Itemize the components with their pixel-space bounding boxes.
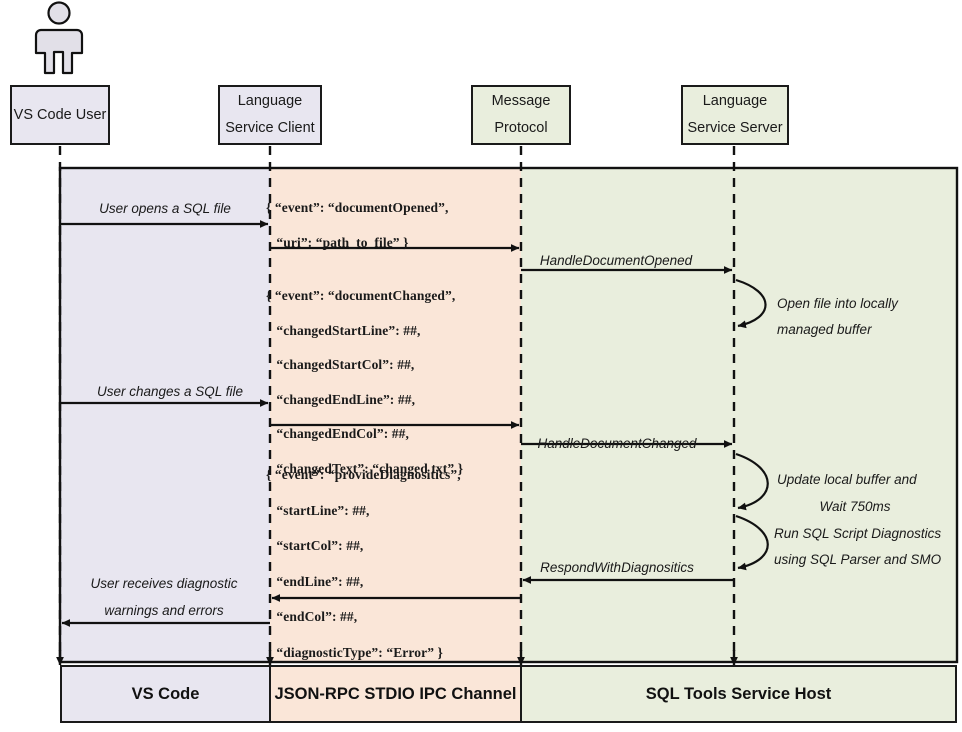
footer-sql-tools-service-host[interactable]: SQL Tools Service Host: [520, 665, 957, 723]
footer-vs-code[interactable]: VS Code: [60, 665, 271, 723]
participant-label-line1: Message: [491, 93, 551, 110]
payload-line: “startLine”: ##,: [266, 502, 370, 518]
payload-provide-diagnositics: { “event”: “provideDiagnositics”, “start…: [266, 467, 461, 659]
payload-line: “uri”: “path_to_file” }: [266, 234, 409, 250]
payload-line: “startCol”: ##,: [266, 538, 364, 553]
payload-line: { “event”: “documentChanged”,: [266, 288, 456, 303]
payload-line: “endCol”: ##,: [266, 609, 358, 624]
band-service: [521, 168, 957, 662]
message-label-user-receives-diagnostics-line2: warnings and errors: [104, 603, 224, 618]
payload-line: “changedStartCol”: ##,: [266, 357, 415, 372]
self-call-loops: [735, 278, 769, 571]
footer-json-rpc[interactable]: JSON-RPC STDIO IPC Channel: [269, 665, 522, 723]
participant-language-service-client[interactable]: Language Service Client: [218, 85, 322, 145]
loop-run-sql-diagnostics: [735, 514, 769, 571]
stick-figure-actor: [34, 1, 84, 75]
participant-message-protocol[interactable]: Message Protocol: [471, 85, 571, 145]
participant-label: VS Code User: [13, 106, 107, 123]
footer-label: JSON-RPC STDIO IPC Channel: [274, 684, 517, 703]
payload-line: “diagnosticType”: “Error” }: [266, 644, 443, 660]
payload-line: { “event”: “provideDiagnositics”,: [266, 467, 461, 482]
loop-update-buffer-wait: [735, 452, 769, 511]
self-call-label-run-diagnostics-line2: using SQL Parser and SMO: [774, 552, 942, 567]
self-call-label-open-file-line1: Open file into locally: [777, 296, 898, 311]
self-call-label-update-buffer-line1: Update local buffer and: [777, 472, 917, 487]
footer-label: VS Code: [131, 684, 200, 703]
payload-line: “changedEndCol”: ##,: [266, 426, 409, 441]
footer-label: SQL Tools Service Host: [645, 684, 832, 703]
payload-line: “changedStartLine”: ##,: [266, 322, 421, 338]
message-label-user-receives-diagnostics-line1: User receives diagnostic: [90, 576, 238, 591]
self-call-label-update-buffer-line2: Wait 750ms: [819, 499, 891, 514]
payload-document-changed: { “event”: “documentChanged”, “changedSt…: [266, 288, 463, 475]
message-label-user-changes-sql-file: User changes a SQL file: [96, 384, 244, 399]
payload-document-opened: { “event”: “documentOpened”, “uri”: “pat…: [266, 200, 449, 249]
participant-vs-code-user[interactable]: VS Code User: [10, 85, 110, 145]
payload-line: “changedEndLine”: ##,: [266, 391, 416, 407]
message-label-respond-with-diagnositics: RespondWithDiagnositics: [540, 560, 694, 575]
payload-line: “endLine”: ##,: [266, 573, 364, 589]
participant-label-line1: Language: [702, 93, 768, 110]
payload-line: “changedText”: “changed txt” }: [266, 460, 464, 476]
message-label-handle-document-changed: HandleDocumentChanged: [537, 436, 697, 451]
message-label-user-opens-sql-file: User opens a SQL file: [99, 201, 231, 216]
self-call-label-run-diagnostics-line1: Run SQL Script Diagnostics: [774, 526, 942, 541]
loop-open-file-into-buffer: [735, 278, 767, 329]
participant-label-line2: Service Client: [225, 120, 315, 136]
payload-line: { “event”: “documentOpened”,: [266, 200, 449, 215]
self-call-label-open-file-line2: managed buffer: [777, 322, 872, 337]
participant-label-line2: Protocol: [494, 120, 548, 136]
participant-label-line2: Service Server: [687, 120, 783, 136]
participant-language-service-server[interactable]: Language Service Server: [681, 85, 789, 145]
participant-label-line1: Language: [237, 93, 303, 110]
message-label-handle-document-opened: HandleDocumentOpened: [539, 253, 693, 268]
